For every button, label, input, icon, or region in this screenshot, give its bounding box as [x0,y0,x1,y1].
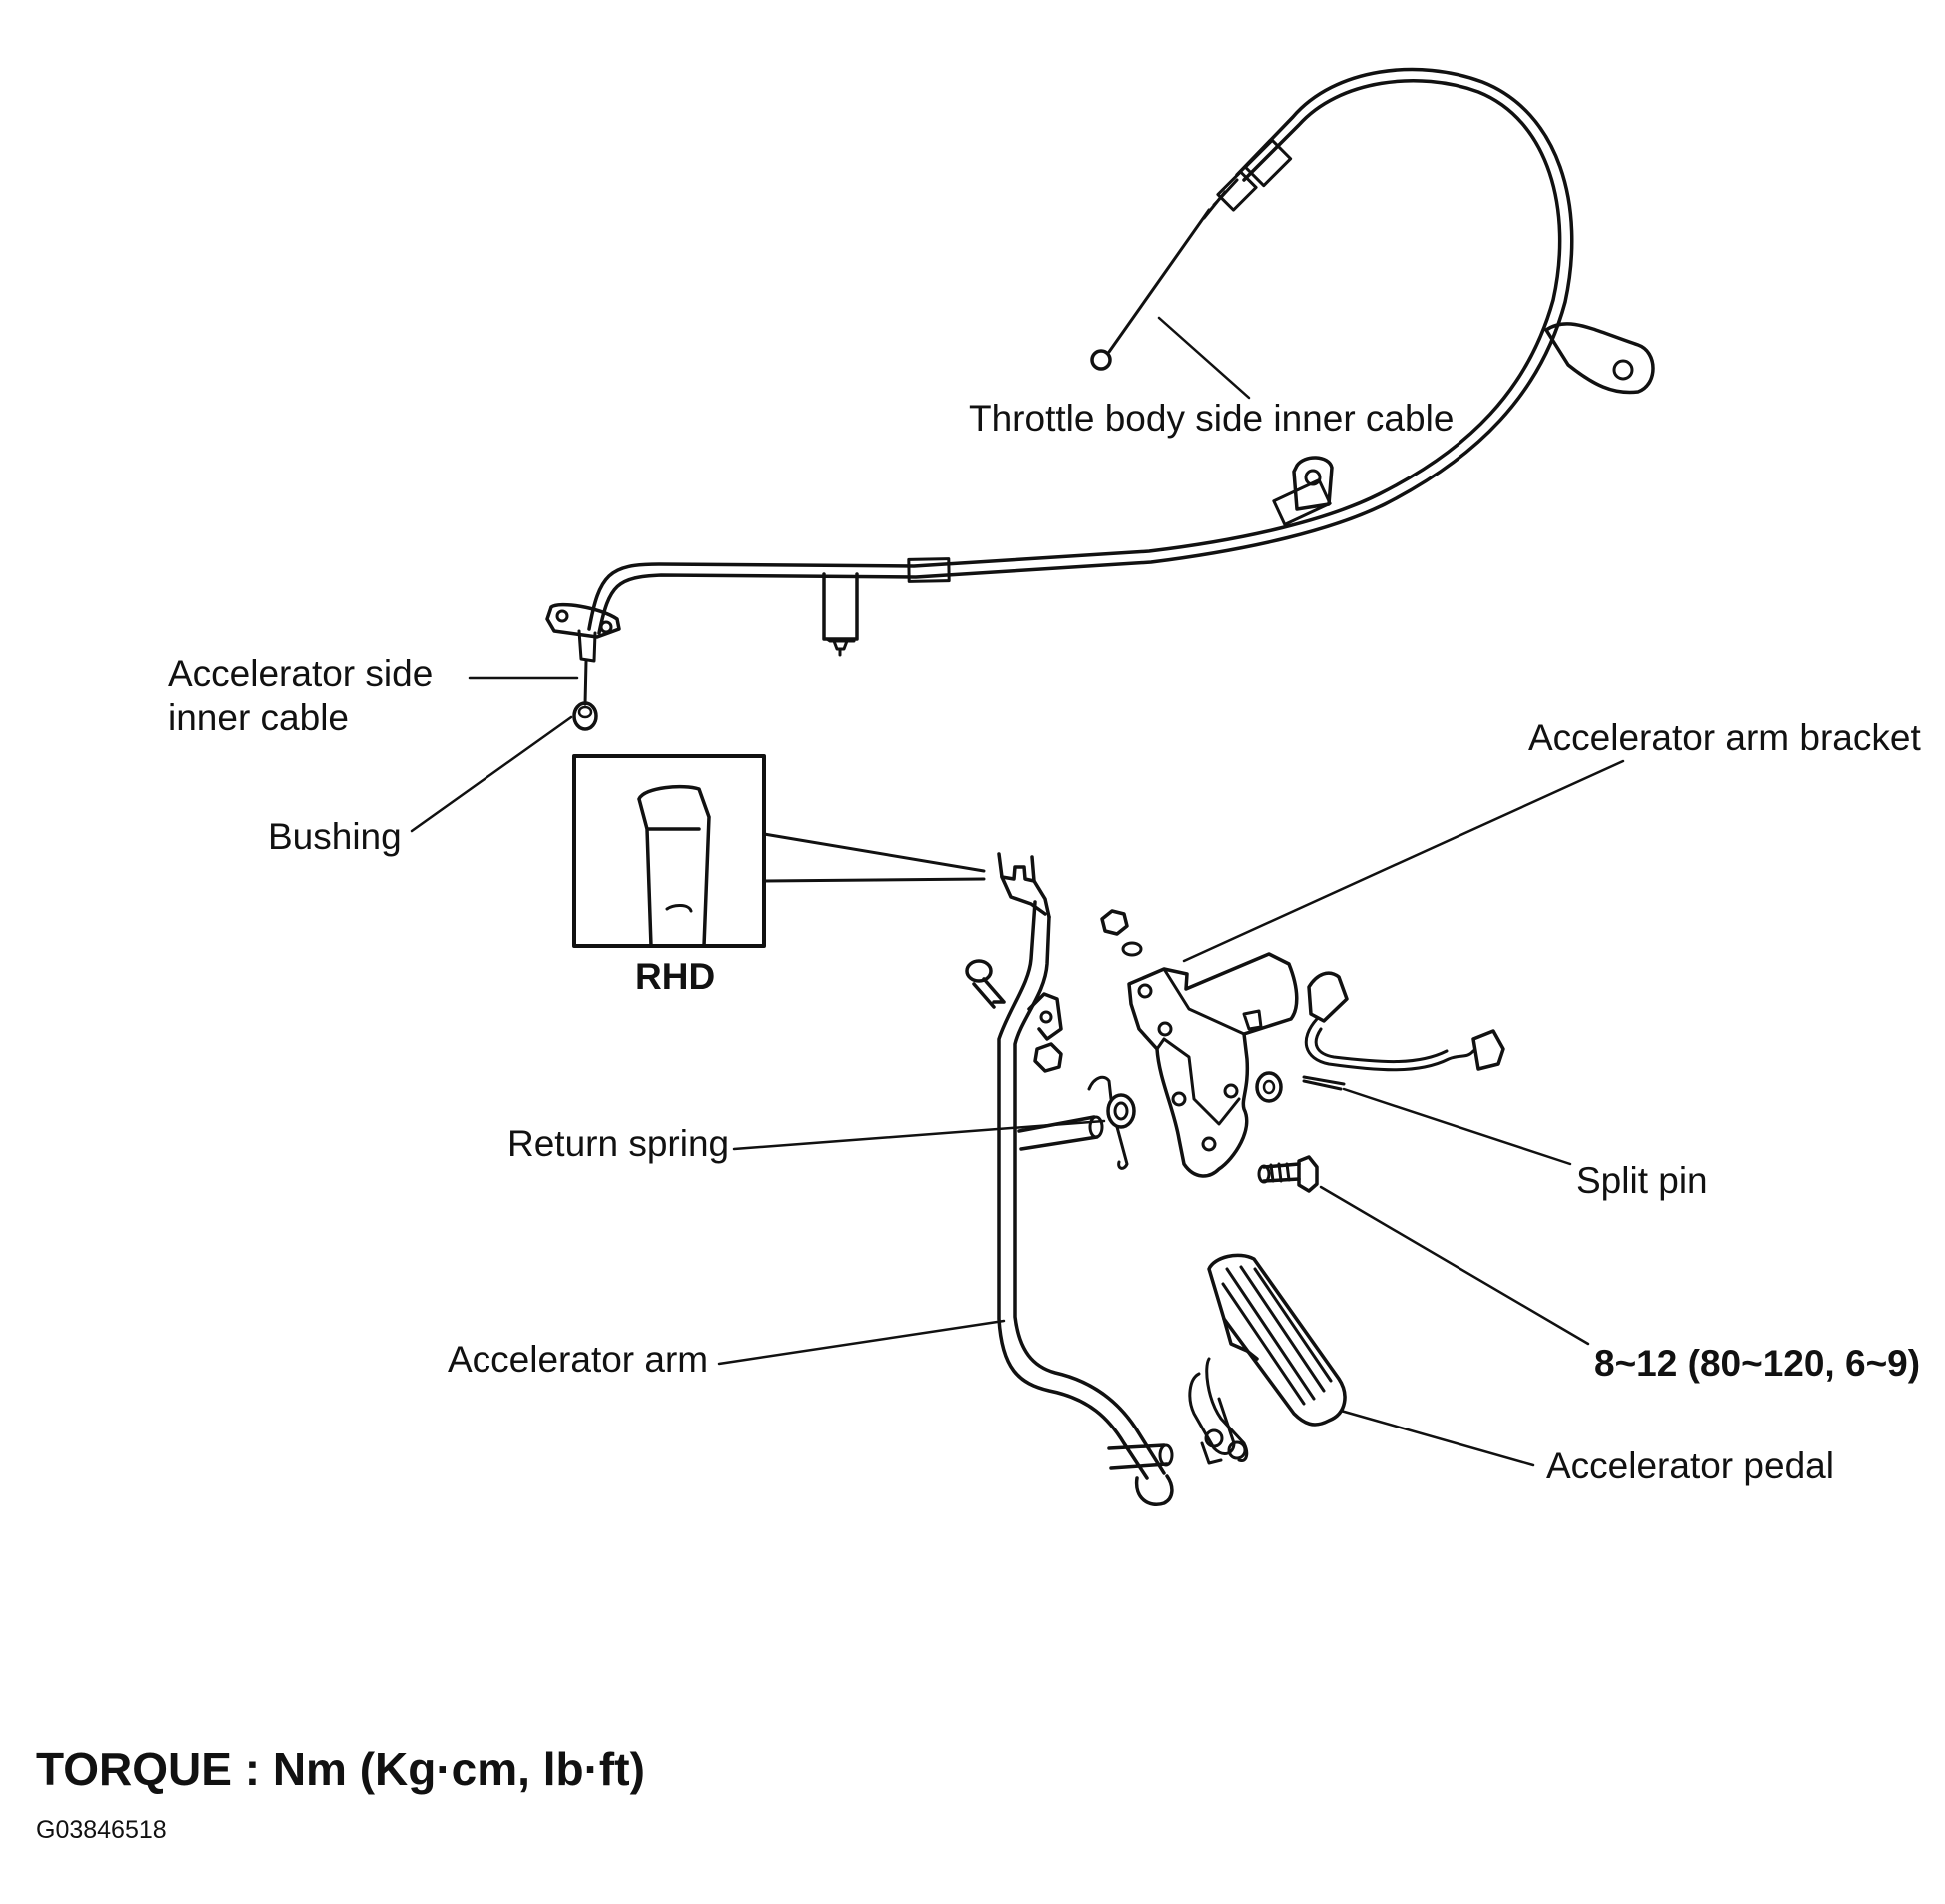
label-accelerator-arm: Accelerator arm [448,1339,709,1380]
figure-id: G03846518 [36,1816,167,1844]
torque-units-note: TORQUE : Nm (Kg·cm, lb·ft) [36,1743,645,1795]
label-throttle-body-side-inner-cable: Throttle body side inner cable [969,398,1455,439]
accelerator-arm-bracket [1100,909,1505,1178]
label-rhd: RHD [635,956,716,997]
label-bushing: Bushing [268,816,402,857]
label-accelerator-side-inner-cable-line2: inner cable [168,697,350,738]
return-spring [1087,1075,1136,1170]
label-accelerator-side-inner-cable-line1: Accelerator side [168,653,434,694]
accelerator-cable [545,67,1655,731]
leader-lines [410,316,1625,1467]
label-accelerator-arm-bracket: Accelerator arm bracket [1528,717,1921,758]
rhd-inset [572,754,986,948]
bracket-bolt [1257,1155,1319,1193]
label-return-spring: Return spring [507,1123,730,1164]
label-torque-value: 8~12 (80~120, 6~9) [1594,1343,1921,1384]
accelerator-pedal [1188,1253,1347,1465]
mounting-screw [965,959,1006,1009]
label-split-pin: Split pin [1576,1160,1708,1201]
label-accelerator-pedal: Accelerator pedal [1546,1445,1834,1486]
accelerator-arm [997,852,1174,1506]
